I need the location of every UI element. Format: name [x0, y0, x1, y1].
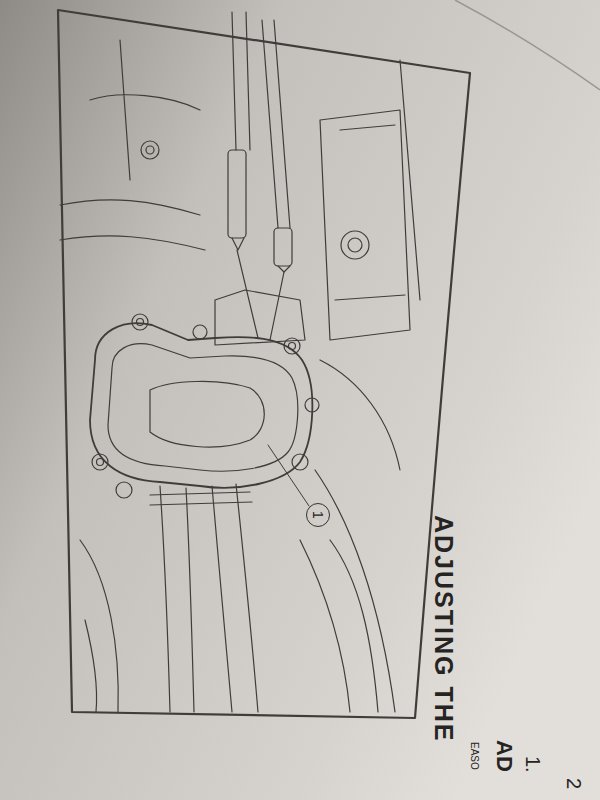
subheading: AD [493, 740, 515, 772]
callout-circle: 1 [306, 503, 330, 527]
bolt [284, 338, 300, 354]
bolt [137, 319, 144, 326]
page-edge [455, 0, 600, 90]
hose-clamp [150, 492, 252, 505]
hose [212, 484, 258, 712]
cable-wire [237, 250, 284, 340]
bolt [141, 141, 159, 159]
bolt [92, 454, 108, 470]
bolt [292, 454, 308, 470]
bolt [116, 482, 132, 498]
bolt [146, 146, 154, 154]
step-number: 1. [523, 756, 543, 773]
figure-frame [58, 10, 470, 718]
pump-cover [90, 323, 312, 488]
pipe [60, 200, 205, 250]
cover-contour [108, 344, 298, 471]
engine-case [320, 110, 410, 340]
bolt [305, 398, 319, 412]
callout-number: 1 [311, 511, 325, 519]
frame-member [90, 40, 200, 180]
frame-contour [80, 540, 118, 712]
step-number: 2 [564, 778, 584, 789]
section-heading: ADJUSTING THE [431, 515, 456, 742]
bolt [193, 325, 207, 339]
cover-boss [150, 381, 264, 447]
bolt [132, 314, 148, 330]
hose [160, 486, 194, 712]
bolt [289, 343, 296, 350]
cable-adjuster [274, 228, 292, 266]
code-label: EASO [469, 742, 479, 770]
water-pump-figure [58, 10, 470, 718]
leader-line [268, 445, 309, 506]
bolt [348, 238, 362, 252]
cable-adjuster [228, 150, 246, 238]
engine-case [335, 60, 420, 300]
bolt [341, 231, 369, 259]
engine-contour [300, 360, 400, 712]
throttle-cable [232, 12, 290, 228]
bolt [97, 459, 104, 466]
